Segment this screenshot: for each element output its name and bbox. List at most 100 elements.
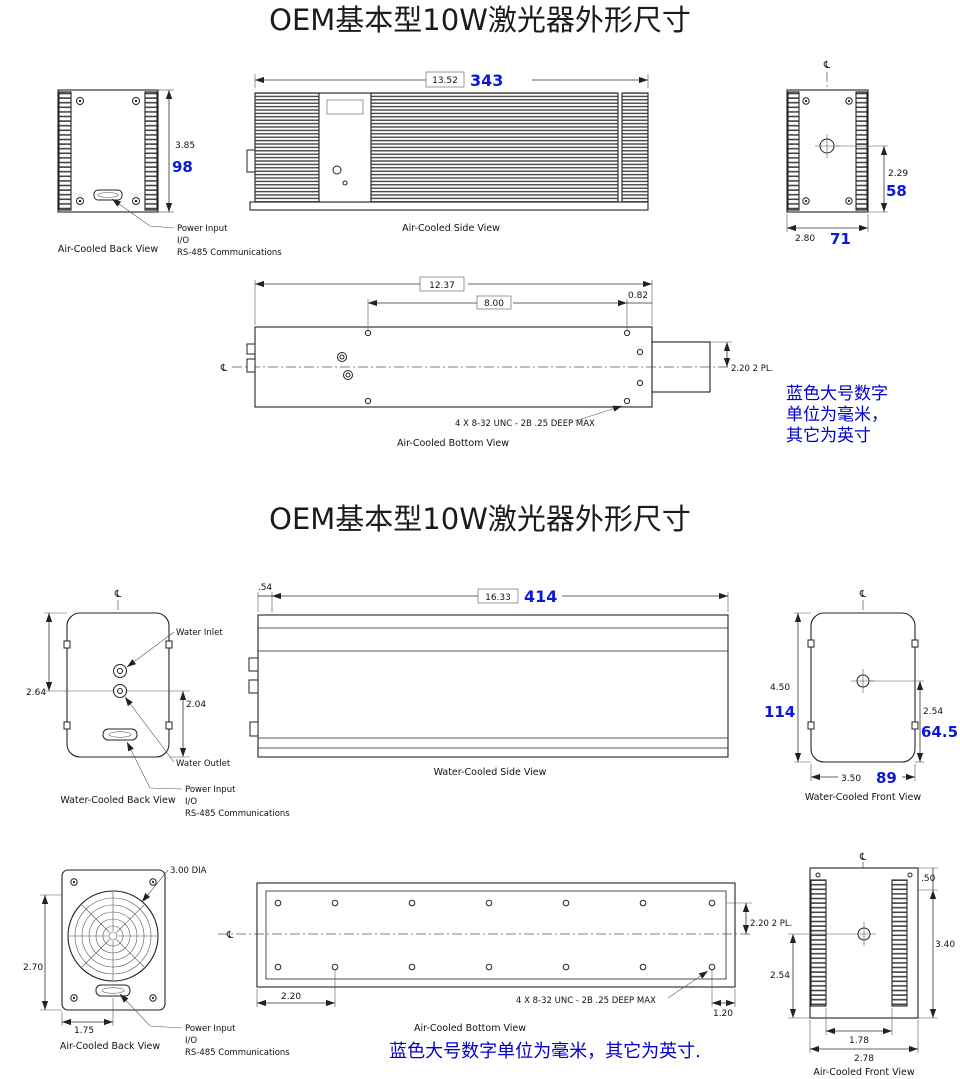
view-label: Water-Cooled Side View — [434, 767, 547, 778]
dim-mm-label: 64.5 — [921, 723, 958, 741]
water-cooled-back-view: ℄ Water Inlet Water Outlet Power Input I… — [26, 589, 290, 819]
thread-callout: 4 X 8-32 UNC - 2B .25 DEEP MAX — [516, 970, 709, 1006]
fan-grille-icon — [67, 890, 159, 982]
dim-side-length: 13.52 343 — [254, 71, 649, 90]
note-line: 其它为英寸 — [786, 426, 871, 446]
dim-in-label: 16.33 — [485, 593, 511, 603]
dim-side-length: 16.33 414 — [272, 587, 729, 612]
view-label: Air-Cooled Side View — [402, 223, 500, 234]
annotation-water-outlet: Water Outlet — [176, 759, 231, 769]
dim-2pl-label: 2.20 2 PL. — [750, 919, 792, 929]
dim-in-label: 2.64 — [26, 688, 46, 698]
annotation-rs485: RS-485 Communications — [185, 809, 290, 819]
air-cooled-side-view: 13.52 343 Air-Cooled Side View — [246, 71, 649, 234]
centerline-symbol: ℄ — [859, 852, 867, 863]
dim-in-label: 4.50 — [770, 683, 790, 693]
dim-in-label: 2.54 — [923, 707, 943, 717]
air-cooled-back-view-top: 3.85 98 Power Input I/O RS-485 Communica… — [57, 89, 282, 258]
air-cooled-back-view-fan: 3.00 DIA 2.70 1.75 Power Input I/O RS-48… — [23, 866, 290, 1058]
dim-in-label: 2.29 — [888, 169, 908, 179]
dim-2pl-label: 2.20 2 PL. — [731, 364, 773, 374]
dim-front-width: 2.80 71 — [786, 214, 869, 248]
centerline-symbol: ℄ — [220, 363, 228, 374]
annotation-power-input: Power Input — [185, 785, 236, 795]
view-label: Air-Cooled Back View — [60, 1041, 161, 1052]
dim-in-label: 1.75 — [74, 1026, 94, 1036]
annotation-rs485: RS-485 Communications — [177, 248, 282, 258]
annotation-water-inlet: Water Inlet — [176, 628, 223, 638]
centerline-symbol: ℄ — [114, 589, 122, 600]
dim-offset-label: 0.82 — [628, 291, 648, 301]
dim-in-label: 2.70 — [23, 963, 43, 973]
dim-back-d1: 2.64 — [26, 612, 113, 698]
thread-callout: 4 X 8-32 UNC - 2B .25 DEEP MAX — [455, 405, 623, 429]
dim-mm-label: 114 — [764, 703, 795, 721]
dim-front-width-inner: 1.78 — [825, 1008, 893, 1046]
air-cooled-bottom-view-top: ℄ 12.37 8.00 0.82 2.20 2 PL. 4 X 8-32 UN… — [220, 276, 773, 449]
dim-hole-span: 8.00 0.82 — [367, 291, 652, 330]
dim-mm-label: 71 — [830, 230, 851, 248]
note-line: 蓝色大号数字 — [786, 384, 888, 404]
dim-bottom-total: 12.37 — [254, 276, 653, 325]
callout-label: 4 X 8-32 UNC - 2B .25 DEEP MAX — [516, 996, 656, 1006]
dim-front-height: 3.40 — [918, 890, 955, 1019]
dim-in-label: 1.78 — [849, 1036, 869, 1046]
note-line: 单位为毫米， — [786, 405, 888, 425]
dim-in-label: 2.78 — [854, 1054, 874, 1064]
dim-bottom-side: 2.20 2 PL. — [710, 341, 773, 374]
dim-front-right: 2.54 64.5 — [869, 680, 958, 763]
callout-label: 4 X 8-32 UNC - 2B .25 DEEP MAX — [455, 419, 595, 429]
page-title-top: OEM基本型10W激光器外形尺寸 — [269, 3, 691, 37]
centerline-symbol: ℄ — [823, 60, 831, 71]
dim-fan-height: 2.70 — [23, 894, 62, 1011]
dim-in-label: 2.80 — [795, 234, 815, 244]
dim-front-height: 4.50 114 — [764, 612, 811, 763]
view-label: Water-Cooled Front View — [805, 792, 922, 803]
annotation-io: I/O — [177, 236, 189, 246]
dim-back-d2: 2.04 — [127, 690, 206, 758]
dim-in-label: 8.00 — [484, 299, 504, 309]
water-cooled-side-view: .54 16.33 414 Water-Cooled Side View — [248, 583, 729, 778]
annotation-rs485: RS-485 Communications — [185, 1048, 290, 1058]
page-title-mid: OEM基本型10W激光器外形尺寸 — [269, 502, 691, 536]
view-label: Air-Cooled Back View — [58, 244, 159, 255]
dim-mm-label: 98 — [172, 158, 193, 176]
dim-side-offset: .54 — [257, 583, 272, 612]
leader-line — [111, 198, 175, 229]
dim-bottom-left: 2.20 — [256, 970, 336, 1007]
dim-in-label: 13.52 — [432, 76, 458, 86]
dim-back-height: 3.85 98 — [158, 89, 195, 213]
dim-mm-label: 58 — [886, 182, 907, 200]
dim-in-label: 2.04 — [186, 700, 206, 710]
dim-front-height: 2.29 58 — [836, 145, 908, 213]
dim-front-width: 3.50 89 — [810, 764, 916, 787]
dim-in-label: 1.20 — [713, 1009, 733, 1019]
dim-bottom-right: 1.20 — [711, 970, 736, 1019]
dim-in-label: 3.50 — [841, 774, 861, 784]
unit-note-right: 蓝色大号数字 单位为毫米， 其它为英寸 — [786, 384, 888, 446]
annotation-io: I/O — [185, 1036, 197, 1046]
dim-in-label: 2.20 — [281, 992, 301, 1002]
dim-bottom-side: 2.20 2 PL. — [727, 902, 792, 934]
fan-dia-label: 3.00 DIA — [170, 866, 207, 876]
dim-in-label: 2.54 — [770, 971, 790, 981]
dim-top-offset: .50 — [918, 867, 938, 891]
air-cooled-bottom-view-2: ℄ 2.20 1.20 2.20 2 PL. 4 X 8-32 UNC - 2B… — [218, 882, 792, 1034]
dim-fan-width: 1.75 — [61, 998, 114, 1036]
annotation-power-input: Power Input — [177, 224, 228, 234]
annotation-io: I/O — [185, 797, 197, 807]
dim-in-label: 3.85 — [175, 141, 195, 151]
dsub-connector-icon — [95, 984, 131, 997]
view-label: Air-Cooled Front View — [813, 1067, 914, 1078]
centerline-symbol: ℄ — [859, 589, 867, 600]
air-cooled-front-view-2: ℄ .50 3.40 2.54 1.78 2.78 Air-Cooled Fro… — [770, 852, 955, 1078]
annotation-power-input: Power Input — [185, 1024, 236, 1034]
view-label: Air-Cooled Bottom View — [397, 438, 509, 449]
dim-in-label: 12.37 — [429, 281, 455, 291]
dim-front-width-outer: 2.78 — [809, 1020, 919, 1064]
view-label: Air-Cooled Bottom View — [414, 1023, 526, 1034]
dim-front-left: 2.54 — [770, 933, 852, 1019]
water-cooled-front-view: ℄ 4.50 114 2.54 64.5 3.50 89 Water-Coole… — [764, 589, 958, 803]
